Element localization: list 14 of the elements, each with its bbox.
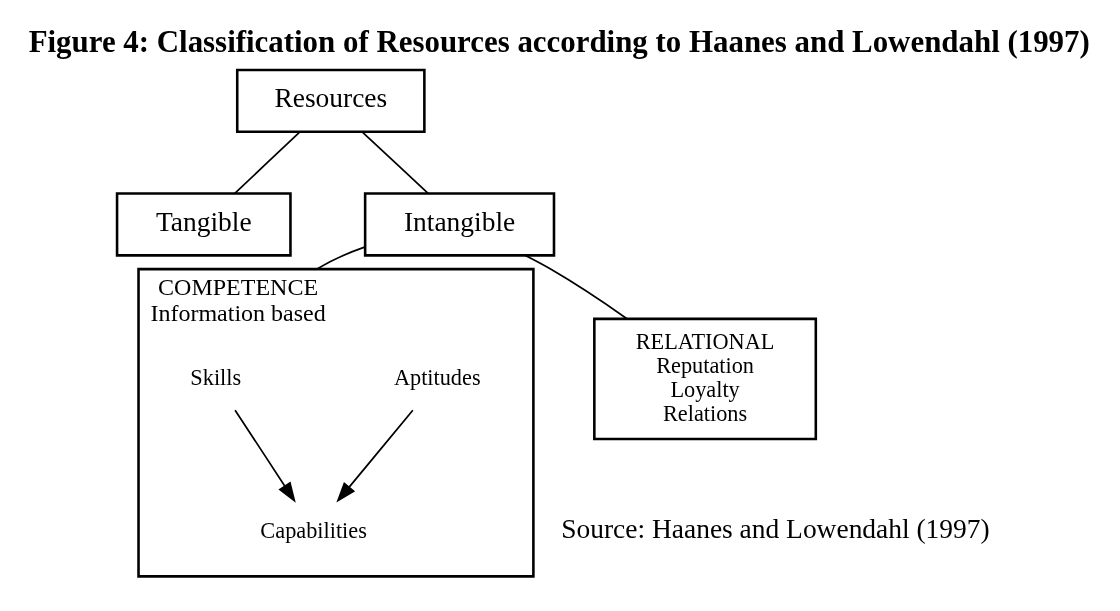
connector: [361, 130, 429, 194]
node-box: Intangible: [363, 191, 556, 257]
arrow: [234, 408, 296, 503]
node-text: Capabilities: [260, 517, 367, 543]
node-box: Tangible: [115, 191, 292, 257]
node-text: Aptitudes: [393, 364, 481, 390]
connector: [233, 130, 301, 194]
node-box: RELATIONAL Reputation Loyalty Relations: [593, 317, 818, 440]
caption: Source: Haanes and Lowendahl (1997): [561, 513, 990, 544]
connector: [316, 245, 366, 270]
node-box: Resources: [235, 68, 426, 133]
node-text: Skills: [190, 364, 242, 390]
diagram-title: Figure 4: Classification of Resources according to Haanes and Lowendahl (1997): [28, 23, 1090, 59]
arrow: [336, 408, 414, 503]
